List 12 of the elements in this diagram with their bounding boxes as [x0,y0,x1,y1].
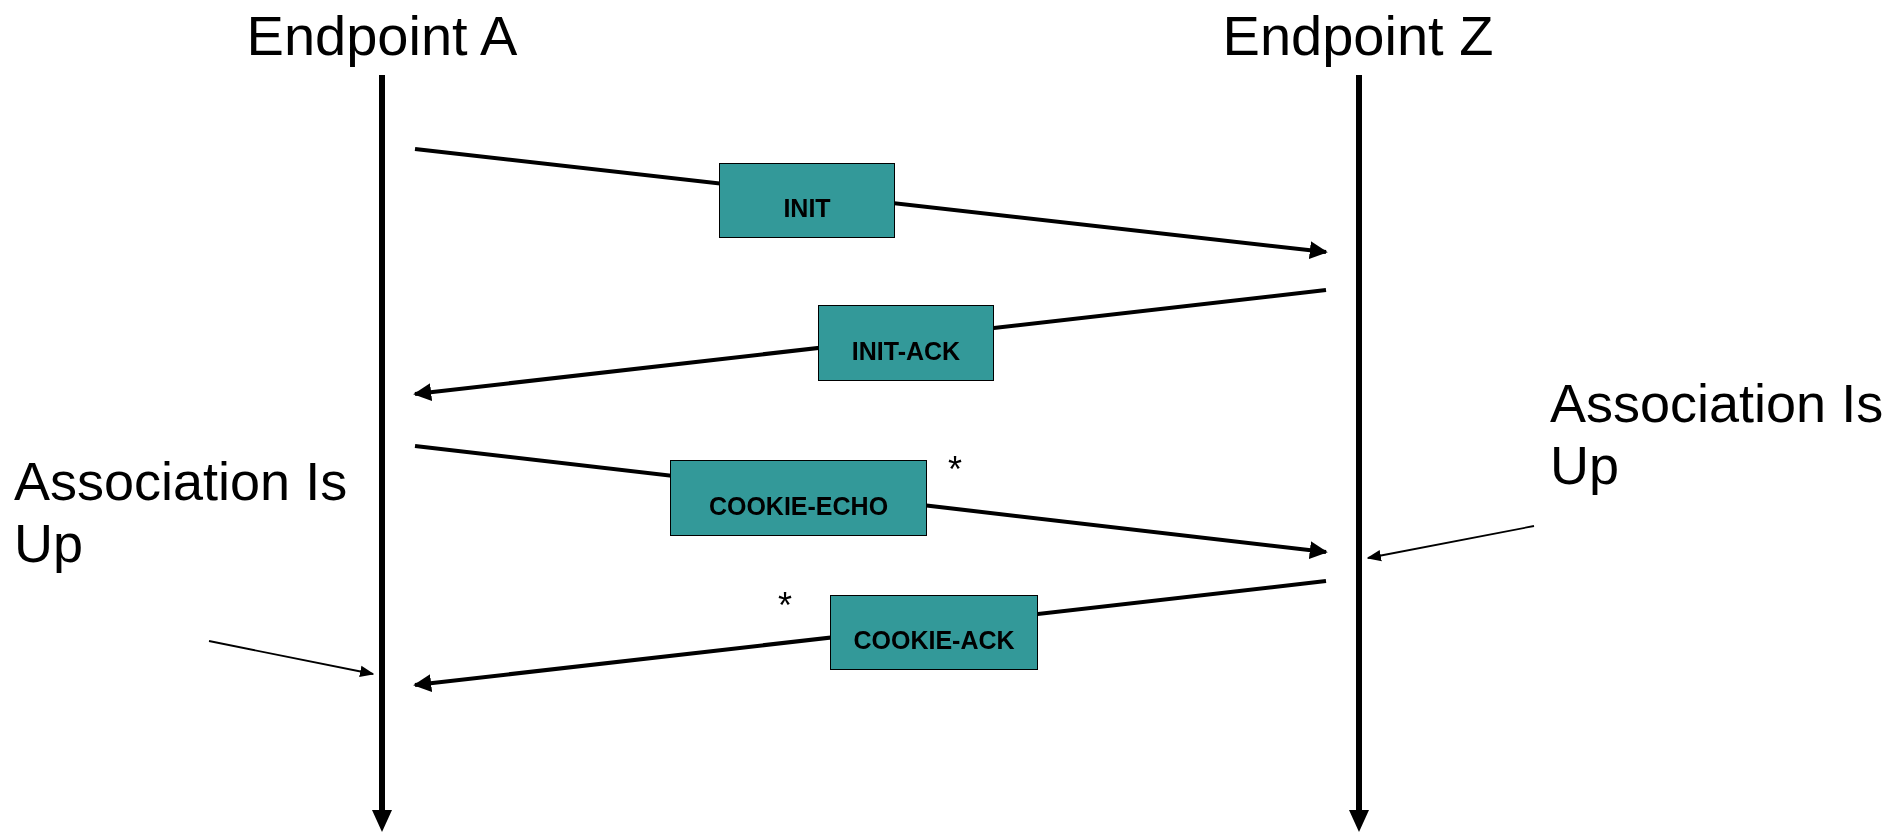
message-label: COOKIE-ECHO [670,460,927,536]
leader-arrow [1366,525,1535,562]
lifeline-arrow [370,75,394,832]
status-note: Association Is Up [14,450,354,575]
footnote-mark: * [778,588,792,624]
lifeline-arrow [1347,75,1371,832]
message-label: INIT [719,163,895,238]
leader-arrow [208,640,375,678]
status-note: Association Is Up [1550,372,1890,497]
message-label: INIT-ACK [818,305,994,381]
message-label: COOKIE-ACK [830,595,1038,670]
footnote-mark: * [948,452,962,488]
